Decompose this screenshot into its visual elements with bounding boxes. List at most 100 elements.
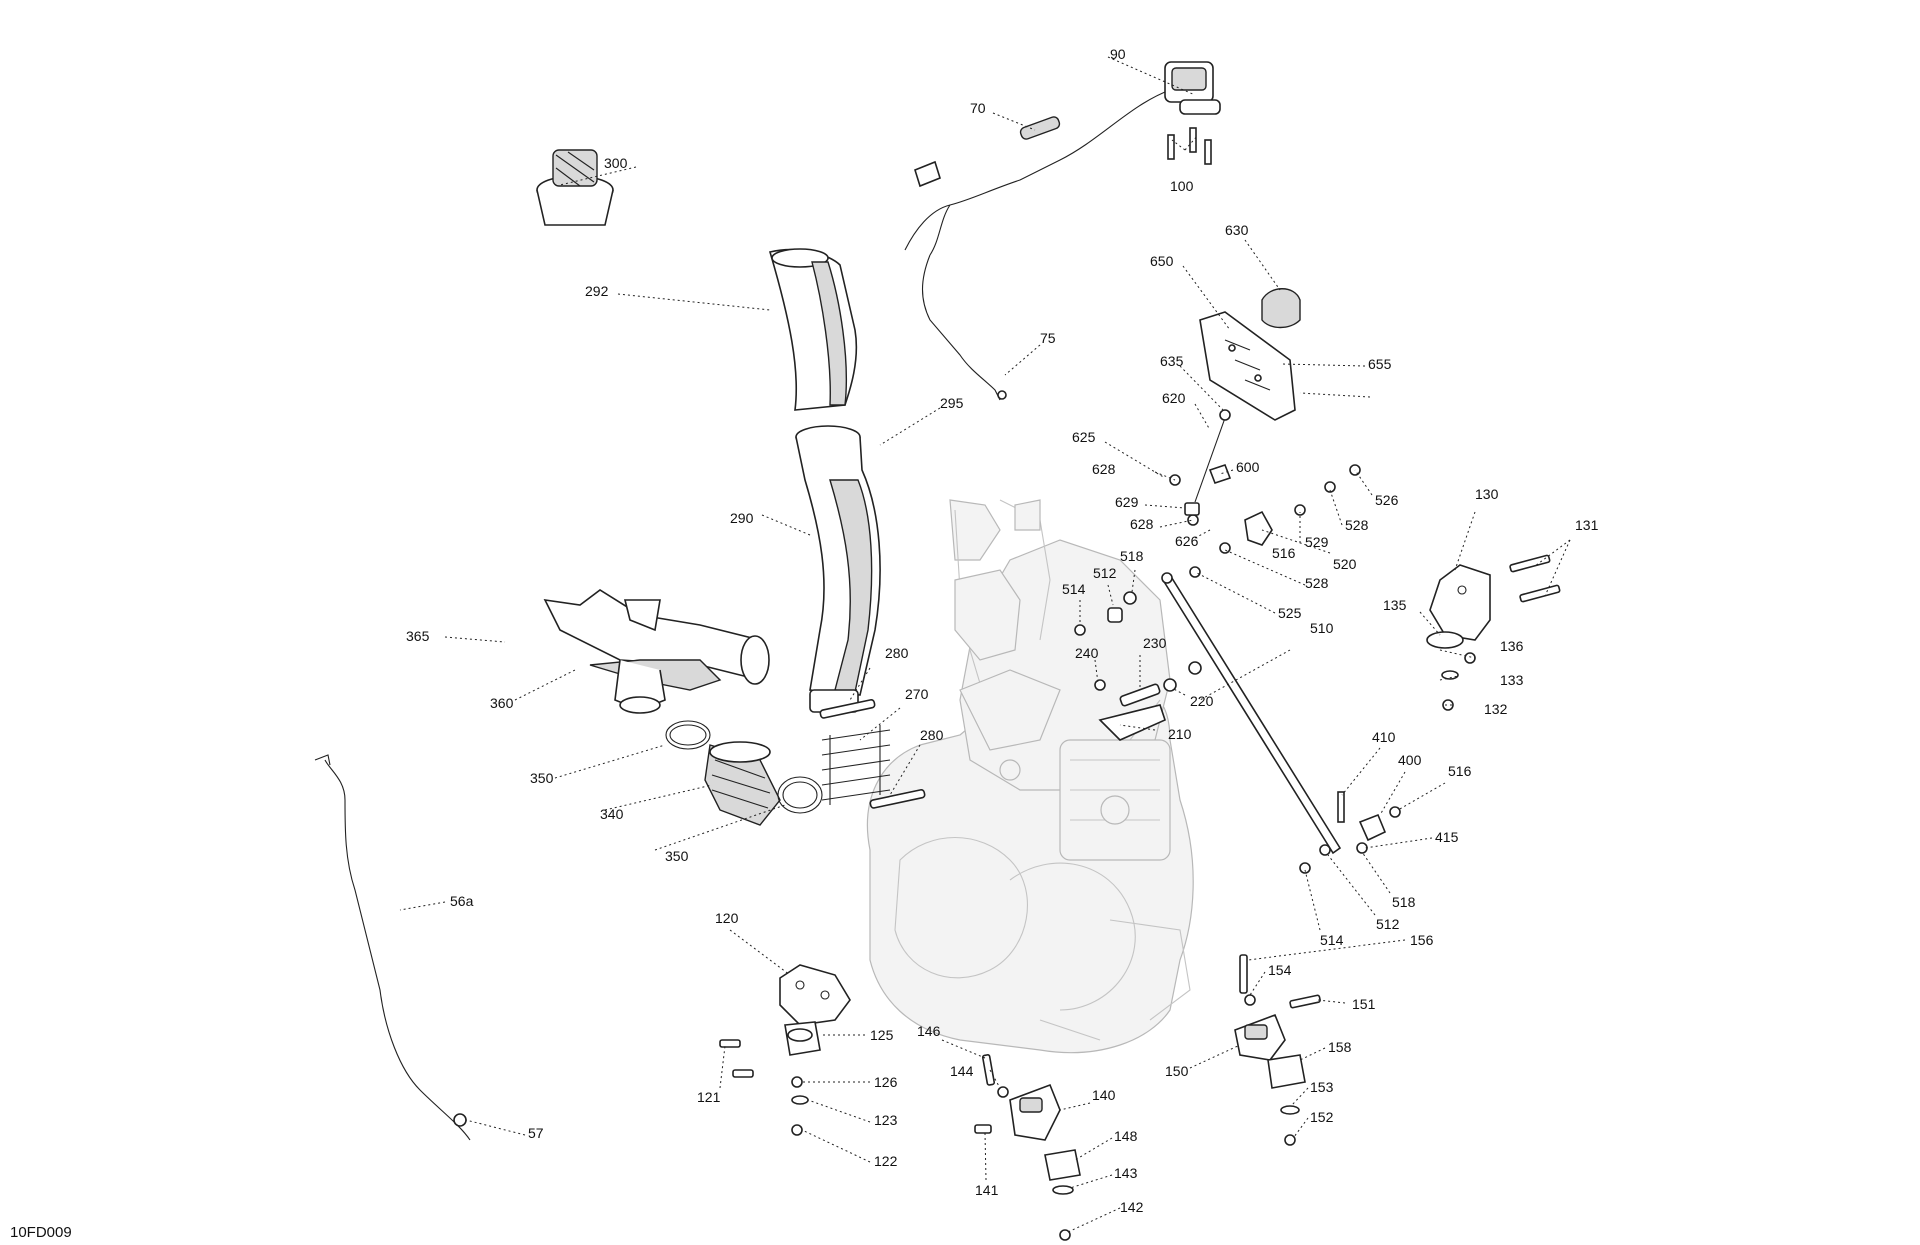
- screws-100: [1167, 127, 1212, 165]
- callout-514-lower: 514: [1320, 932, 1344, 948]
- callout-516-upper: 516: [1272, 545, 1296, 561]
- callout-525: 525: [1278, 605, 1302, 621]
- engine-mount-140: [1009, 1083, 1061, 1141]
- callout-146: 146: [917, 1023, 941, 1039]
- engine-mount-130: [1429, 564, 1491, 641]
- callout-158: 158: [1328, 1039, 1352, 1055]
- coupling-boot-340: [704, 741, 781, 826]
- mount-parts-135-136-133-132: [1426, 631, 1476, 711]
- intake-duct-292: [768, 248, 858, 411]
- callout-132: 132: [1484, 701, 1508, 717]
- callout-144: 144: [950, 1063, 974, 1079]
- callout-136: 136: [1500, 638, 1524, 654]
- callout-528-upper: 528: [1345, 517, 1369, 533]
- switch-90: [1164, 61, 1221, 115]
- callout-360: 360: [490, 695, 514, 711]
- shift-linkage-parts: [1169, 463, 1361, 554]
- callout-280-upper: 280: [885, 645, 909, 661]
- callout-56a: 56a: [450, 893, 474, 909]
- callout-133: 133: [1500, 672, 1524, 688]
- callout-148: 148: [1114, 1128, 1138, 1144]
- callout-625: 625: [1072, 429, 1096, 445]
- air-intake-cap: [536, 149, 614, 226]
- callout-210: 210: [1168, 726, 1192, 742]
- callout-130: 130: [1475, 486, 1499, 502]
- knob-630: [1261, 288, 1301, 329]
- callout-528-lower: 528: [1305, 575, 1329, 591]
- rail-280-upper: [819, 699, 876, 719]
- callout-655: 655: [1368, 356, 1392, 372]
- callout-125: 125: [870, 1027, 894, 1043]
- callout-270: 270: [905, 686, 929, 702]
- bolts-131: [1509, 554, 1561, 603]
- callout-292: 292: [585, 283, 609, 299]
- engine-assembly: [866, 499, 1194, 1054]
- callout-123: 123: [874, 1112, 898, 1128]
- callout-300: 300: [604, 155, 628, 171]
- callout-143: 143: [1114, 1165, 1138, 1181]
- callout-626: 626: [1175, 533, 1199, 549]
- callout-350-upper: 350: [530, 770, 554, 786]
- callout-153: 153: [1310, 1079, 1334, 1095]
- callout-131: 131: [1575, 517, 1599, 533]
- callout-140: 140: [1092, 1087, 1116, 1103]
- callout-520: 520: [1333, 556, 1357, 572]
- callout-628-lower: 628: [1130, 516, 1154, 532]
- wiring-harness-70: [904, 89, 1171, 401]
- callout-340: 340: [600, 806, 624, 822]
- callout-75: 75: [1040, 330, 1056, 346]
- callout-514-upper: 514: [1062, 581, 1086, 597]
- callout-220: 220: [1190, 693, 1214, 709]
- leader-lines: [399, 56, 1571, 1233]
- callout-410: 410: [1372, 729, 1396, 745]
- clamp-350-lower: [777, 776, 823, 814]
- callout-630: 630: [1225, 222, 1249, 238]
- callout-512-lower: 512: [1376, 916, 1400, 932]
- breather-hose-56a: [314, 754, 471, 1141]
- callout-516-lower: 516: [1448, 763, 1472, 779]
- callout-628-upper: 628: [1092, 461, 1116, 477]
- callout-142: 142: [1120, 1199, 1144, 1215]
- callout-400: 400: [1398, 752, 1422, 768]
- callout-600: 600: [1236, 459, 1260, 475]
- mount-parts-125-126-123-122: [784, 1021, 821, 1136]
- diagram-code: 10FD009: [10, 1224, 72, 1241]
- heat-shield-270: [821, 725, 891, 805]
- bracket-210-230-240: [1094, 661, 1202, 741]
- rail-280-lower: [869, 789, 926, 809]
- callout-650: 650: [1150, 253, 1174, 269]
- callout-70: 70: [970, 100, 986, 116]
- engine-mount-150: [1234, 1013, 1286, 1061]
- hardware-514-512-518: [1074, 566, 1201, 636]
- callout-512-upper: 512: [1093, 565, 1117, 581]
- callout-510: 510: [1310, 620, 1334, 636]
- callout-280-lower: 280: [920, 727, 944, 743]
- shift-bracket-650: [1199, 311, 1296, 421]
- callout-529: 529: [1305, 534, 1329, 550]
- callout-635: 635: [1160, 353, 1184, 369]
- callout-126: 126: [874, 1074, 898, 1090]
- callout-100: 100: [1170, 178, 1194, 194]
- intake-manifold-360: [543, 589, 770, 714]
- callout-526: 526: [1375, 492, 1399, 508]
- callout-290: 290: [730, 510, 754, 526]
- callout-629: 629: [1115, 494, 1139, 510]
- callout-152: 152: [1310, 1109, 1334, 1125]
- intake-tube-290: [795, 425, 881, 713]
- callout-156: 156: [1410, 932, 1434, 948]
- callout-141: 141: [975, 1182, 999, 1198]
- linkage-400-410-415: [1299, 791, 1401, 874]
- callout-230: 230: [1143, 635, 1167, 651]
- callout-350-lower: 350: [665, 848, 689, 864]
- callout-365: 365: [406, 628, 430, 644]
- callout-415: 415: [1435, 829, 1459, 845]
- engine-mount-120: [779, 964, 851, 1026]
- callout-620: 620: [1162, 390, 1186, 406]
- shift-rod-510: [1161, 572, 1342, 855]
- callout-154: 154: [1268, 962, 1292, 978]
- callout-151: 151: [1352, 996, 1376, 1012]
- callout-57: 57: [528, 1125, 544, 1141]
- callout-90: 90: [1110, 46, 1126, 62]
